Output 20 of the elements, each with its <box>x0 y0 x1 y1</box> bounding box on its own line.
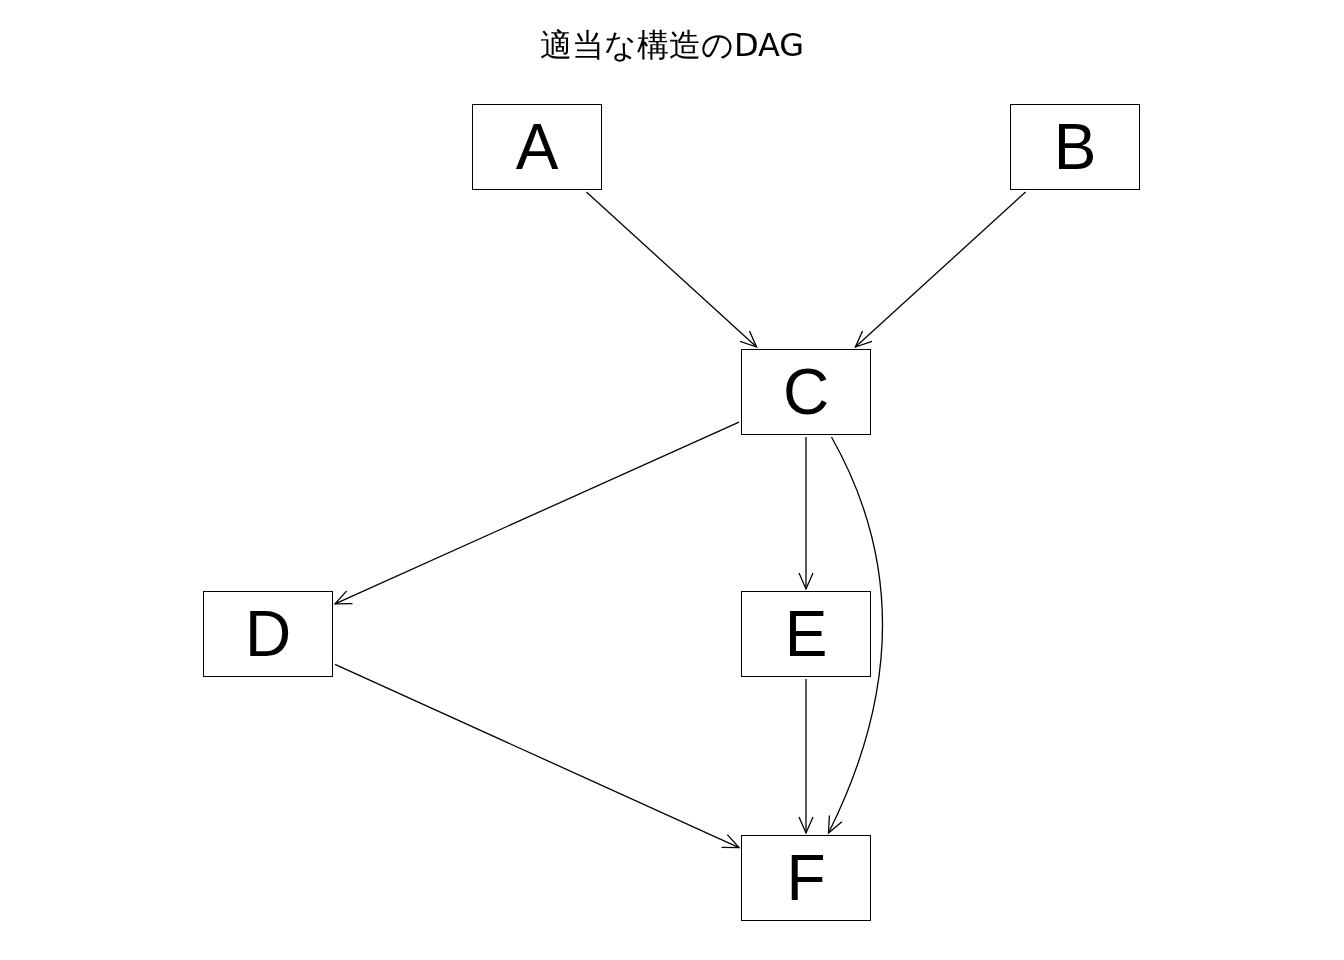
node-label: D <box>244 602 292 666</box>
node-label: E <box>784 602 828 666</box>
arrow <box>854 191 1027 348</box>
node-label: B <box>1053 115 1097 179</box>
arrow <box>334 421 740 605</box>
arrow <box>585 191 758 348</box>
node-label: F <box>786 846 826 910</box>
node-box <box>741 835 871 921</box>
node-box <box>472 104 602 190</box>
arrow <box>827 436 884 834</box>
node-box <box>741 591 871 677</box>
node-label: A <box>515 115 559 179</box>
arrow <box>798 436 814 590</box>
node-label: C <box>782 360 830 424</box>
node-box <box>203 591 333 677</box>
arrow <box>798 678 814 834</box>
node-box <box>1010 104 1140 190</box>
node-box <box>741 349 871 435</box>
arrow <box>334 663 740 849</box>
diagram-title: 適当な構造のDAG <box>538 25 806 66</box>
